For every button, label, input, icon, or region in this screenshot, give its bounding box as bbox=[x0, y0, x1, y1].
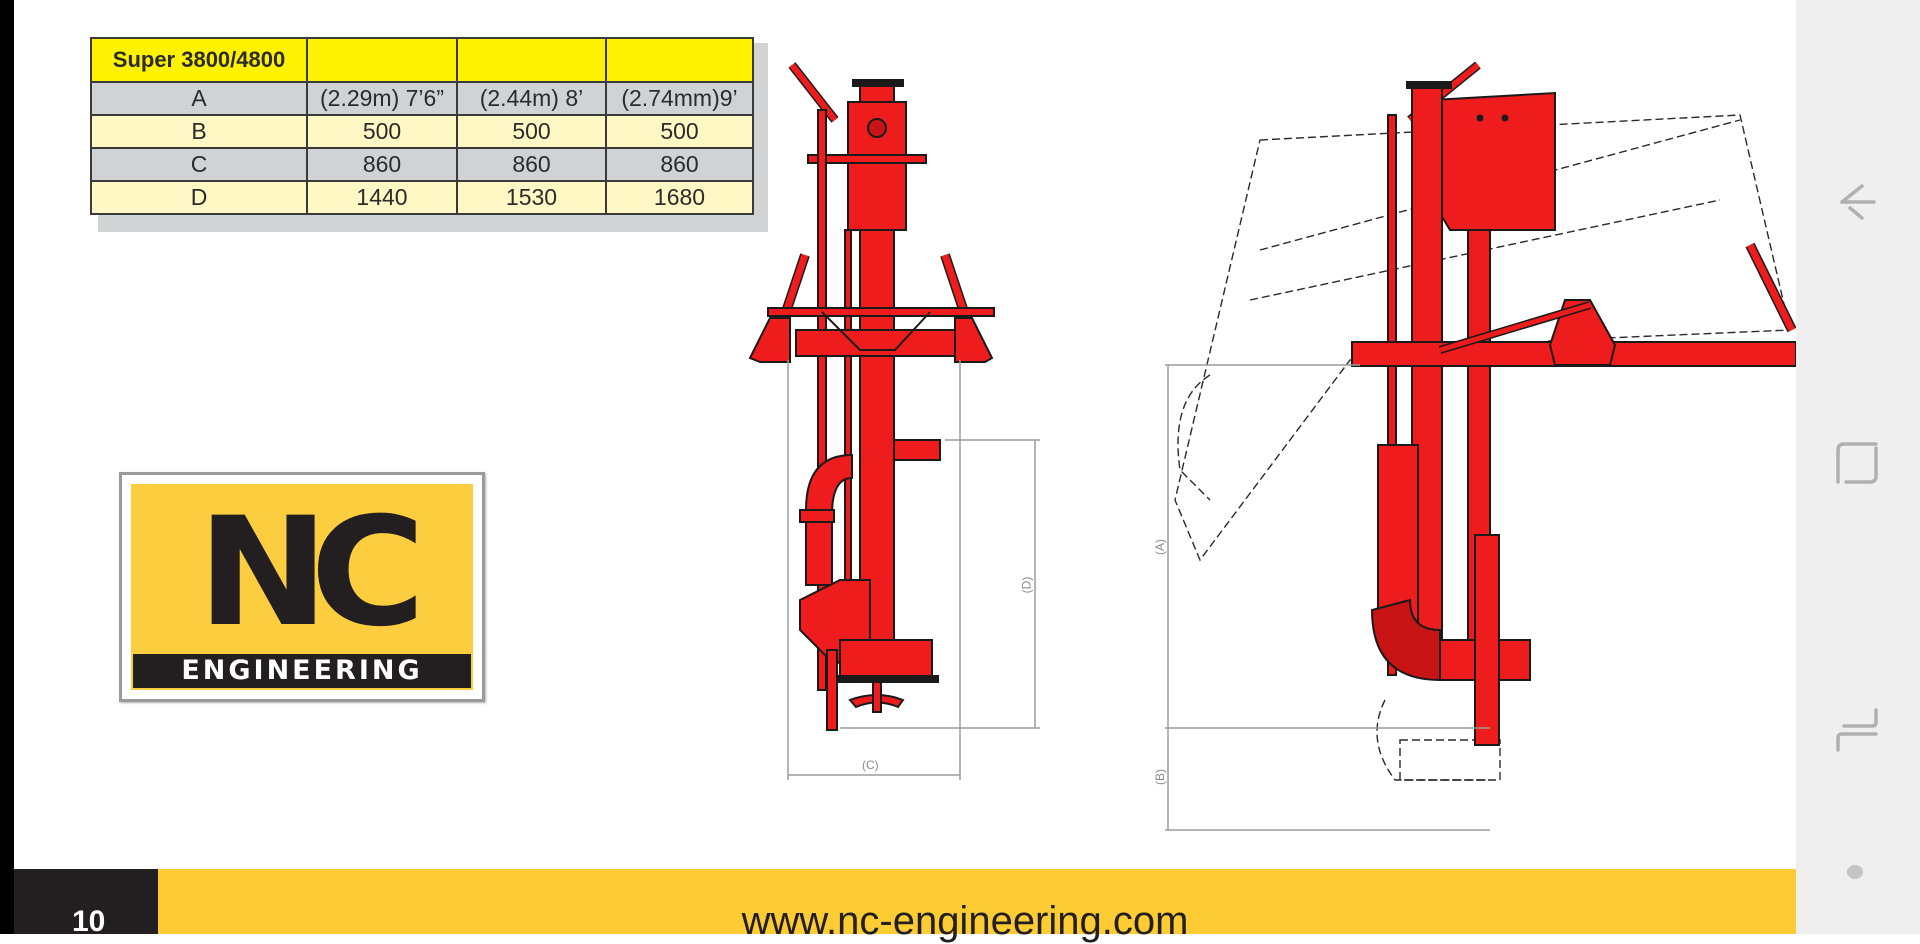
logo-yellow-field: NC ENGINEERING bbox=[131, 484, 473, 690]
spec-table: Super 3800/4800 A (2.29m) 7’6” (2.44m) 8… bbox=[90, 37, 754, 215]
recents-button[interactable] bbox=[1832, 704, 1882, 754]
nc-engineering-logo: NC ENGINEERING bbox=[119, 472, 485, 702]
side-view-drawing bbox=[1165, 61, 1796, 831]
front-view-drawing bbox=[748, 62, 1040, 780]
logo-nc-mark: NC bbox=[197, 486, 426, 660]
spec-table-container: Super 3800/4800 A (2.29m) 7’6” (2.44m) 8… bbox=[90, 37, 768, 232]
page-number-box: 10 bbox=[14, 869, 158, 938]
header-cell bbox=[605, 37, 754, 83]
left-edge-strip bbox=[0, 0, 14, 934]
table-header-row: Super 3800/4800 bbox=[90, 37, 754, 83]
website-url[interactable]: www.nc-engineering.com bbox=[741, 899, 1189, 943]
row-label: C bbox=[90, 147, 308, 182]
table-cell: 860 bbox=[456, 147, 607, 182]
row-label: B bbox=[90, 114, 308, 149]
header-cell bbox=[306, 37, 458, 83]
dimension-d-label: (D) bbox=[1019, 576, 1034, 594]
table-cell: (2.74mm)9’ bbox=[605, 81, 754, 116]
android-nav-bar bbox=[1796, 0, 1920, 934]
dimension-a-label: (A) bbox=[1153, 539, 1167, 555]
assistant-dot-button[interactable] bbox=[1832, 847, 1882, 897]
dimension-b-label: (B) bbox=[1153, 769, 1167, 785]
page-footer: 10 www.nc-engineering.com bbox=[14, 869, 1796, 943]
table-cell: 500 bbox=[306, 114, 458, 149]
table-row: C 860 860 860 bbox=[90, 147, 754, 182]
back-icon bbox=[1840, 184, 1876, 220]
table-cell: 860 bbox=[306, 147, 458, 182]
logo-wordmark: ENGINEERING bbox=[133, 654, 471, 688]
table-row: A (2.29m) 7’6” (2.44m) 8’ (2.74mm)9’ bbox=[90, 81, 754, 116]
table-row: B 500 500 500 bbox=[90, 114, 754, 149]
table-cell: 860 bbox=[605, 147, 754, 182]
table-row: D 1440 1530 1680 bbox=[90, 180, 754, 215]
table-cell: 500 bbox=[605, 114, 754, 149]
table-cell: (2.44m) 8’ bbox=[456, 81, 607, 116]
recents-icon bbox=[1836, 708, 1878, 752]
table-cell: (2.29m) 7’6” bbox=[306, 81, 458, 116]
row-label: D bbox=[90, 180, 308, 215]
table-title: Super 3800/4800 bbox=[90, 37, 308, 83]
dot-icon bbox=[1847, 865, 1863, 879]
table-cell: 1440 bbox=[306, 180, 458, 215]
table-cell: 1530 bbox=[456, 180, 607, 215]
table-cell: 500 bbox=[456, 114, 607, 149]
dimension-c-label: (C) bbox=[862, 758, 879, 772]
home-button[interactable] bbox=[1832, 438, 1882, 488]
home-icon bbox=[1836, 442, 1878, 484]
back-button[interactable] bbox=[1832, 178, 1882, 228]
header-cell bbox=[456, 37, 607, 83]
table-cell: 1680 bbox=[605, 180, 754, 215]
row-label: A bbox=[90, 81, 308, 116]
page-number: 10 bbox=[72, 905, 106, 938]
